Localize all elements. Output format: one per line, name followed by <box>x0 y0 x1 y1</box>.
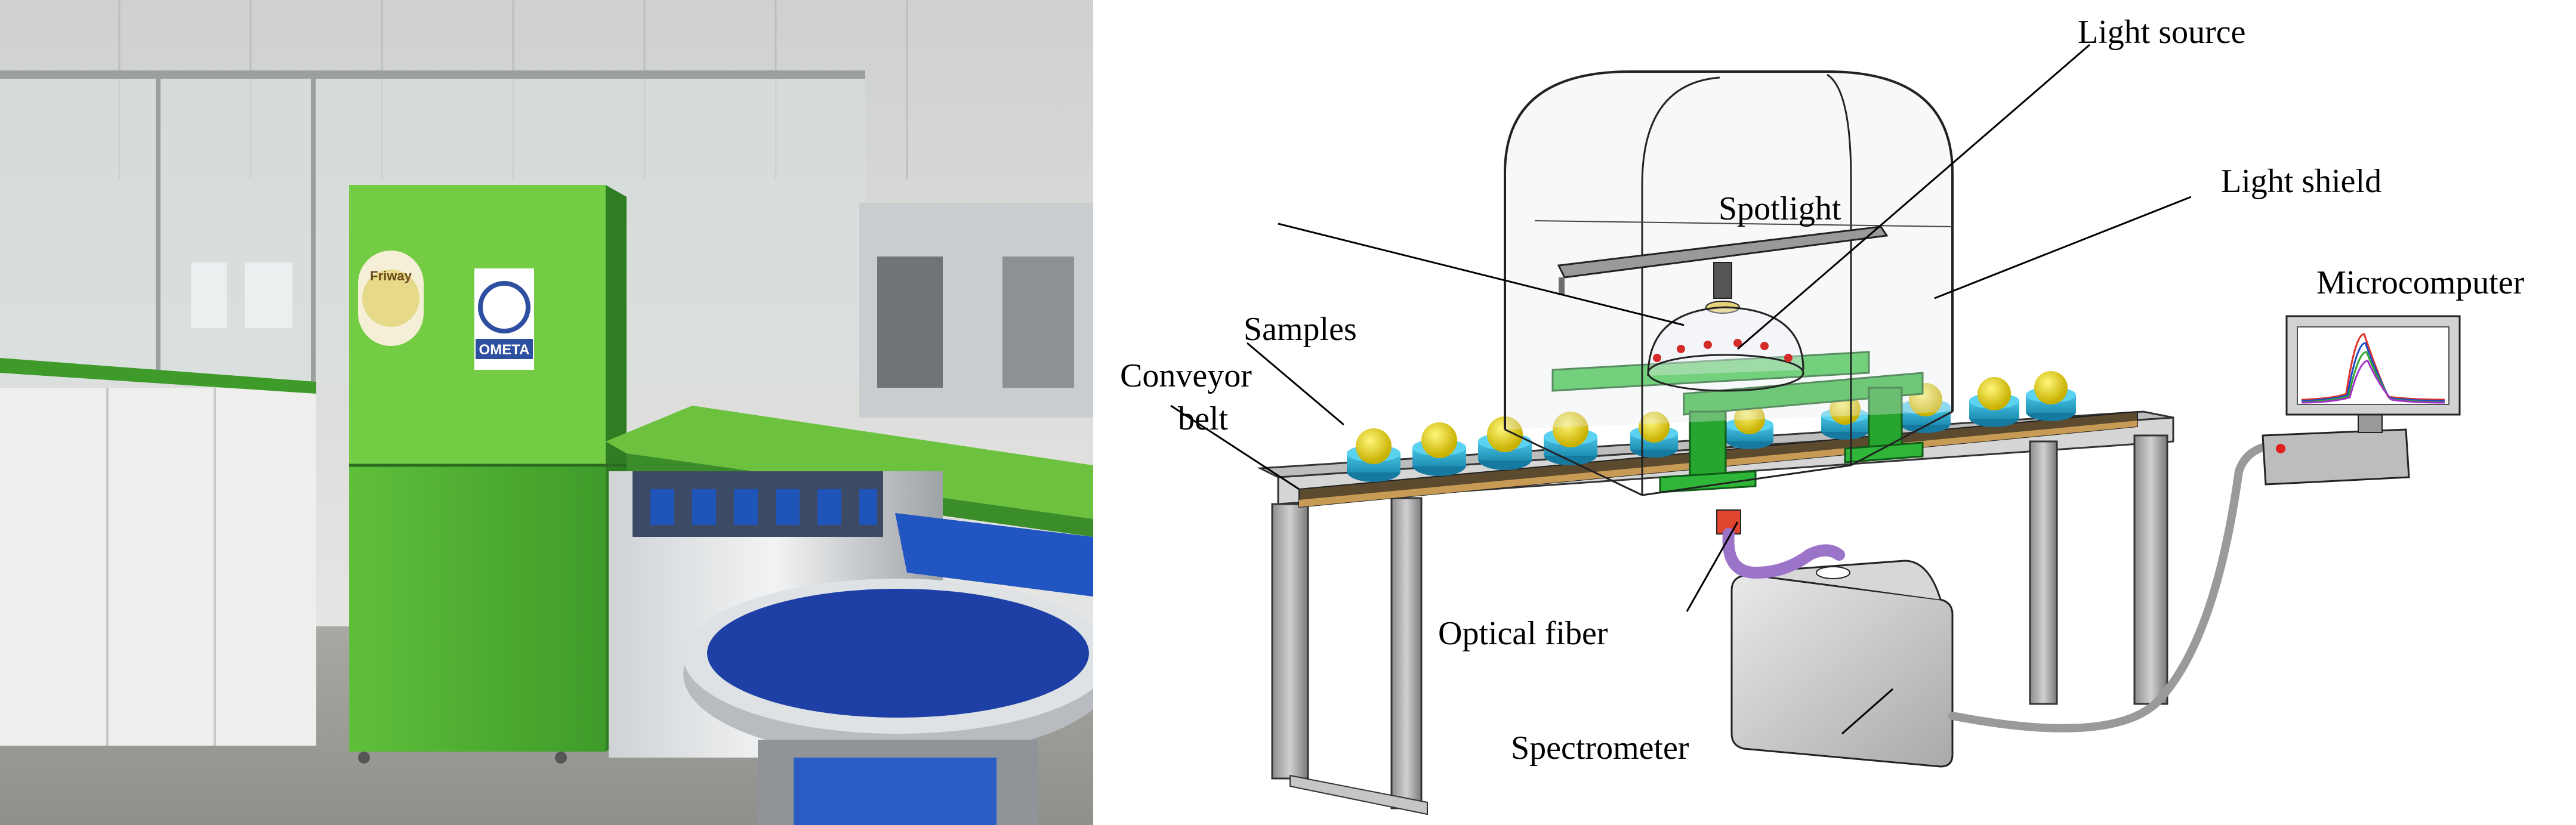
label-samples: Samples <box>1244 311 1357 348</box>
green-conveyor-top <box>606 406 1093 519</box>
sample-cup <box>1969 377 2019 427</box>
label-spotlight: Spotlight <box>1719 190 1841 227</box>
light-source <box>1557 225 1889 295</box>
label-light-source: Light source <box>2078 14 2245 51</box>
spectrum-plot <box>2301 333 2445 404</box>
data-cable <box>1948 443 2267 733</box>
sample-cup <box>1478 416 1532 470</box>
sample-cup <box>1412 422 1466 476</box>
spectrometer-box <box>1730 560 1954 768</box>
ometa-logo: OMETA <box>479 342 530 358</box>
label-spectrometer: Spectrometer <box>1511 730 1689 767</box>
optical-fiber <box>1716 509 1845 579</box>
machine-photo: Friway OMETA <box>0 0 1093 825</box>
label-microcomputer: Microcomputer <box>2316 264 2525 301</box>
friway-logo: Friway <box>370 268 412 283</box>
leader-lines <box>1170 44 2192 735</box>
spotlight <box>1647 262 1804 392</box>
label-belt: belt <box>1178 400 1228 437</box>
white-panel <box>0 388 316 746</box>
label-conveyor: Conveyor <box>1120 357 1252 394</box>
microcomputer <box>2262 315 2461 486</box>
label-light-shield: Light shield <box>2221 163 2381 200</box>
sample-cup <box>1726 403 1773 449</box>
sample-cup <box>2026 371 2076 421</box>
sample-cup <box>1347 428 1400 482</box>
schematic-diagram: Light source Light shield Spotlight Micr… <box>1120 14 2525 815</box>
label-optical-fiber: Optical fiber <box>1438 615 1608 652</box>
